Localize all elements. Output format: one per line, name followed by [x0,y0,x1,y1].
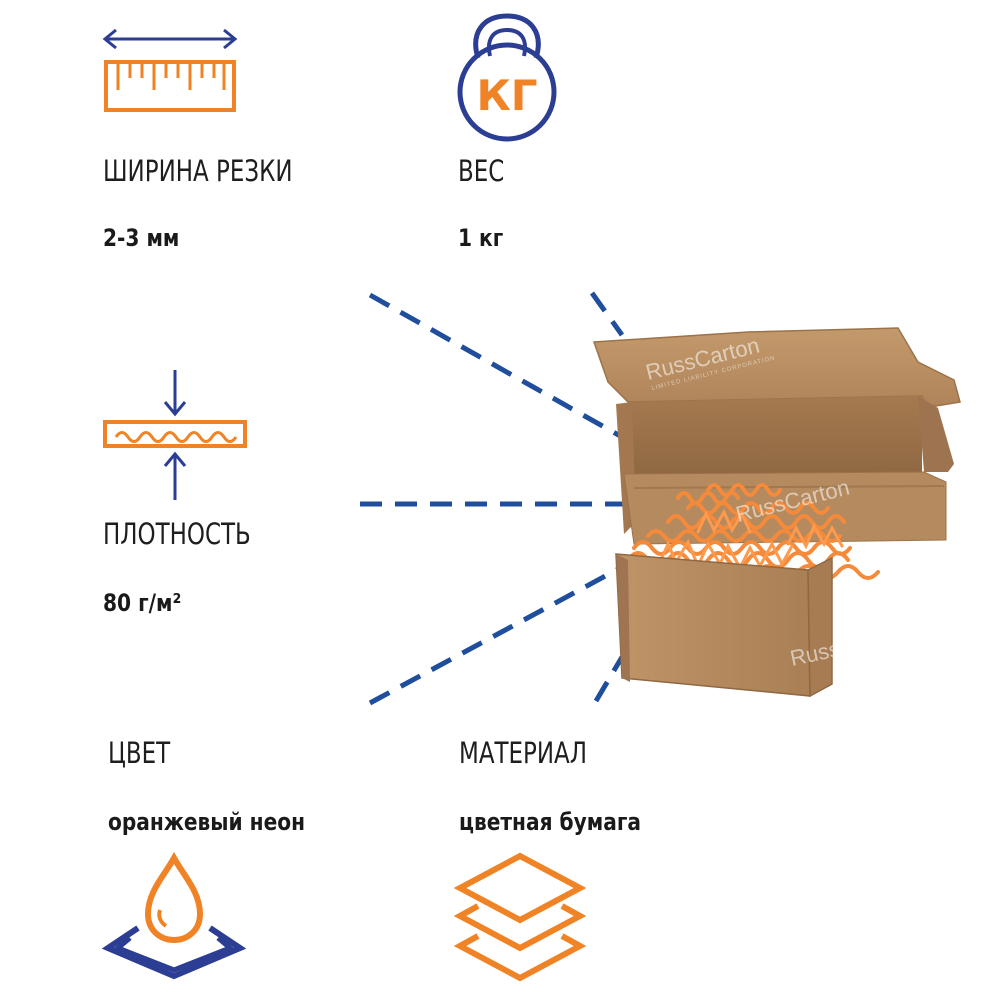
width-label: ШИРИНА РЕЗКИ [103,154,293,188]
compressed-paper-icon [102,368,248,502]
material-label: МАТЕРИАЛ [459,736,588,770]
density-label: ПЛОТНОСТЬ [103,517,251,551]
kraft-box-image: RussCarton LIMITED LIABILITY CORPORATION… [588,322,968,698]
dashed-connectors [360,285,680,715]
kettlebell-icon: КГ [452,12,562,142]
color-label: ЦВЕТ [108,736,171,770]
weight-value: 1 кг [458,224,504,252]
density-value: 80 г/м² [103,589,182,617]
stacked-layers-icon [453,852,587,988]
droplet-layers-icon [101,851,247,980]
material-value: цветная бумага [459,808,641,836]
weight-label: ВЕС [458,154,505,188]
kettlebell-text: КГ [476,71,537,120]
ruler-arrow-icon [102,22,238,114]
width-value: 2-3 мм [103,224,180,252]
color-value: оранжевый неон [108,808,306,836]
